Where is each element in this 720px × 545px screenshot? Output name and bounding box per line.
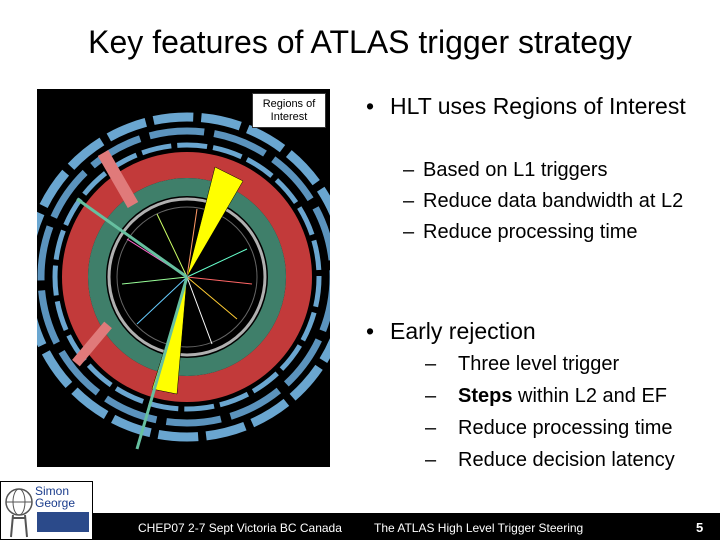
footer-talk-title: The ATLAS High Level Trigger Steering [374,521,584,535]
sub-bullet: –Reduce decision latency [425,449,675,471]
sub-bullet: –Reduce processing time [403,221,638,243]
sub-bullet: –Steps within L2 and EF [425,385,668,407]
steps-bold: Steps [458,385,513,407]
regions-of-interest-label: Regions of Interest [252,93,326,128]
page-number: 5 [696,520,704,535]
sub-bullets-hlt: –Based on L1 triggers –Reduce data bandw… [403,158,713,251]
bullet-text: HLT uses Regions of Interest [390,93,686,119]
event-display-graphic [37,89,330,467]
author-name: Simon George [35,485,75,509]
sub-bullet: –Three level trigger [425,353,620,375]
sub-bullets-early-rejection: –Three level trigger –Steps within L2 an… [403,352,713,480]
atlas-event-display [37,89,330,467]
bullet-marker: • [366,93,375,119]
bullet-text: Early rejection [390,318,536,344]
sub-bullet: –Based on L1 triggers [403,159,608,181]
atlas-logo [0,481,93,540]
sub-bullet: –Reduce processing time [425,417,673,439]
author-first-name: Simon [35,484,70,498]
footer-bar: CHEP07 2-7 Sept Victoria BC Canada The A… [0,513,720,540]
sub-bullet: –Reduce data bandwidth at L2 [403,190,684,212]
slide-title: Key features of ATLAS trigger strategy [88,24,632,60]
author-last-name: George [35,496,76,510]
atlas-figure-icon [5,488,89,538]
bullet-marker: • [366,318,375,344]
footer-conference: CHEP07 2-7 Sept Victoria BC Canada [138,521,342,535]
